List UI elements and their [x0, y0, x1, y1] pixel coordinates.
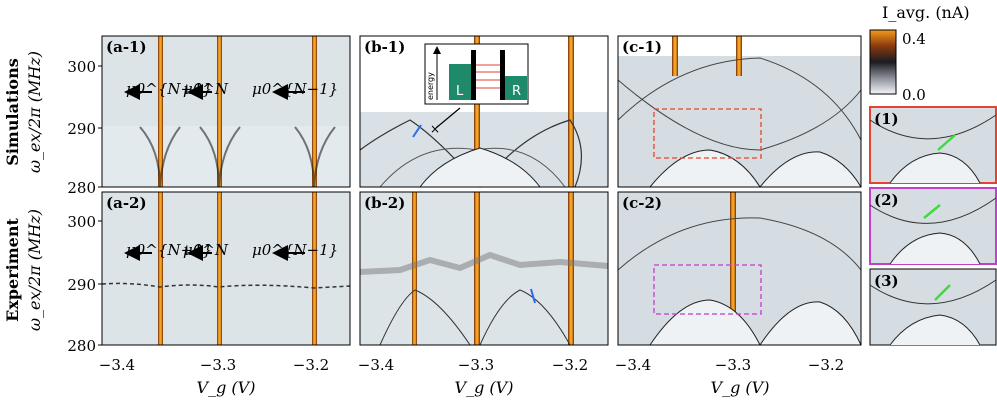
svg-text:×: × — [430, 122, 440, 136]
panel-a-1: (a-1) μ0^{N+1} μ0^N μ0^{N−1} — [101, 35, 351, 188]
svg-text:L: L — [456, 84, 464, 99]
mu-label-n-top: μ0^N — [183, 80, 229, 98]
svg-text:−3.3: −3.3 — [200, 356, 236, 374]
panel-a-2: (a-2) μ0^{N+1} μ0^N μ0^{N−1} — [101, 191, 351, 346]
panel-label-b-1: (b-1) — [364, 38, 405, 56]
colorbar-max: 0.4 — [902, 30, 926, 48]
xlabel-c: V_g (V) — [711, 378, 770, 397]
panel-c-1: (c-1) — [617, 35, 862, 188]
ytick-290-bottom: 290 — [67, 276, 96, 294]
xlabel-b: V_g (V) — [455, 378, 514, 397]
svg-text:−3.2: −3.2 — [552, 356, 588, 374]
svg-text:(1): (1) — [874, 110, 899, 128]
svg-text:−3.4: −3.4 — [615, 356, 651, 374]
svg-text:−3.2: −3.2 — [293, 356, 329, 374]
ytick-300-bottom: 300 — [67, 213, 96, 231]
panel-label-c-1: (c-1) — [622, 38, 662, 56]
svg-text:−3.4: −3.4 — [358, 356, 394, 374]
xlabel-a: V_g (V) — [197, 378, 256, 397]
panel-label-b-2: (b-2) — [364, 194, 405, 212]
ytick-300-top: 300 — [67, 58, 96, 76]
svg-text:R: R — [512, 84, 521, 99]
svg-text:−3.4: −3.4 — [99, 356, 135, 374]
zoom-panel-3: (3) — [869, 268, 997, 346]
panel-c-2: (c-2) — [617, 191, 862, 346]
svg-text:energy: energy — [426, 72, 435, 100]
y-ticks-top: 300 290 280 — [67, 58, 102, 197]
y-ticks-bottom: 300 290 280 — [67, 213, 102, 355]
magenta-zoom-box — [653, 264, 762, 315]
zoom-panel-2: (2) — [869, 187, 997, 265]
colorbar-min: 0.0 — [902, 86, 926, 104]
svg-text:−3.3: −3.3 — [715, 356, 751, 374]
panel-label-a-2: (a-2) — [106, 194, 147, 212]
ytick-290-top: 290 — [67, 120, 96, 138]
svg-text:−3.2: −3.2 — [808, 356, 844, 374]
ytick-280-top: 280 — [67, 179, 96, 197]
blue-arrow-b1 — [412, 124, 422, 138]
zoom-panel-1: (1) — [869, 106, 997, 184]
red-zoom-box — [653, 108, 762, 159]
panel-label-c-2: (c-2) — [622, 194, 662, 212]
panel-b-1: (b-1) energy L R × — [359, 35, 609, 188]
colorbar: I_avg. (nA) 0.4 0.0 — [869, 3, 970, 104]
y-axis-label-bottom: ω_ex/2π (MHz) — [25, 209, 44, 331]
svg-text:(2): (2) — [874, 191, 899, 209]
x-ticks: −3.4 −3.3 −3.2 −3.4 −3.3 −3.2 −3.4 −3.3 … — [99, 356, 844, 374]
panel-label-a-1: (a-1) — [106, 38, 147, 56]
panel-b-2: (b-2) — [359, 191, 609, 346]
row-label-experiment: Experiment — [3, 218, 22, 322]
colorbar-label: I_avg. (nA) — [882, 3, 970, 22]
y-axis-label-top: ω_ex/2π (MHz) — [25, 51, 44, 173]
mu-label-n-bottom: μ0^N — [183, 241, 229, 259]
energy-inset: energy L R — [424, 43, 529, 105]
mu-label-nm1-top: μ0^{N−1} — [252, 80, 338, 98]
svg-text:(3): (3) — [874, 272, 899, 290]
blue-arrow-b2 — [530, 288, 536, 304]
ytick-280-bottom: 280 — [67, 337, 96, 355]
svg-text:−3.3: −3.3 — [458, 356, 494, 374]
mu-label-nm1-bottom: μ0^{N−1} — [252, 241, 338, 259]
row-label-simulations: Simulations — [3, 58, 22, 165]
